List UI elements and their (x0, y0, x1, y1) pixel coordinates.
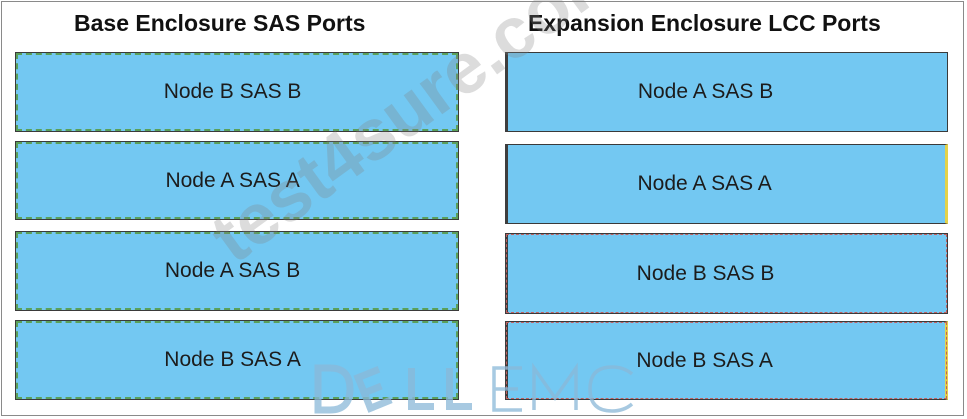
expansion-port-4[interactable]: Node B SAS A (505, 321, 948, 400)
expansion-port-1-label: Node A SAS B (637, 80, 774, 103)
base-port-3[interactable]: Node A SAS B (15, 231, 459, 311)
base-port-2-label: Node A SAS A (165, 168, 300, 192)
base-port-3-label: Node A SAS B (164, 259, 301, 282)
expansion-port-3-label: Node B SAS B (636, 261, 775, 285)
expansion-port-2-label: Node A SAS A (637, 172, 772, 195)
expansion-port-2[interactable]: Node A SAS A (505, 144, 948, 224)
base-port-4[interactable]: Node B SAS A (15, 320, 459, 400)
expansion-port-4-label: Node B SAS A (636, 348, 773, 372)
expansion-port-1[interactable]: Node A SAS B (505, 52, 948, 132)
base-port-1-label: Node B SAS B (163, 80, 302, 103)
base-port-2[interactable]: Node A SAS A (15, 141, 459, 220)
base-enclosure-title: Base Enclosure SAS Ports (74, 10, 366, 36)
expansion-port-3[interactable]: Node B SAS B (505, 233, 948, 314)
expansion-enclosure-title: Expansion Enclosure LCC Ports (528, 10, 881, 36)
base-port-4-label: Node B SAS A (164, 348, 301, 371)
base-port-1[interactable]: Node B SAS B (15, 52, 459, 132)
